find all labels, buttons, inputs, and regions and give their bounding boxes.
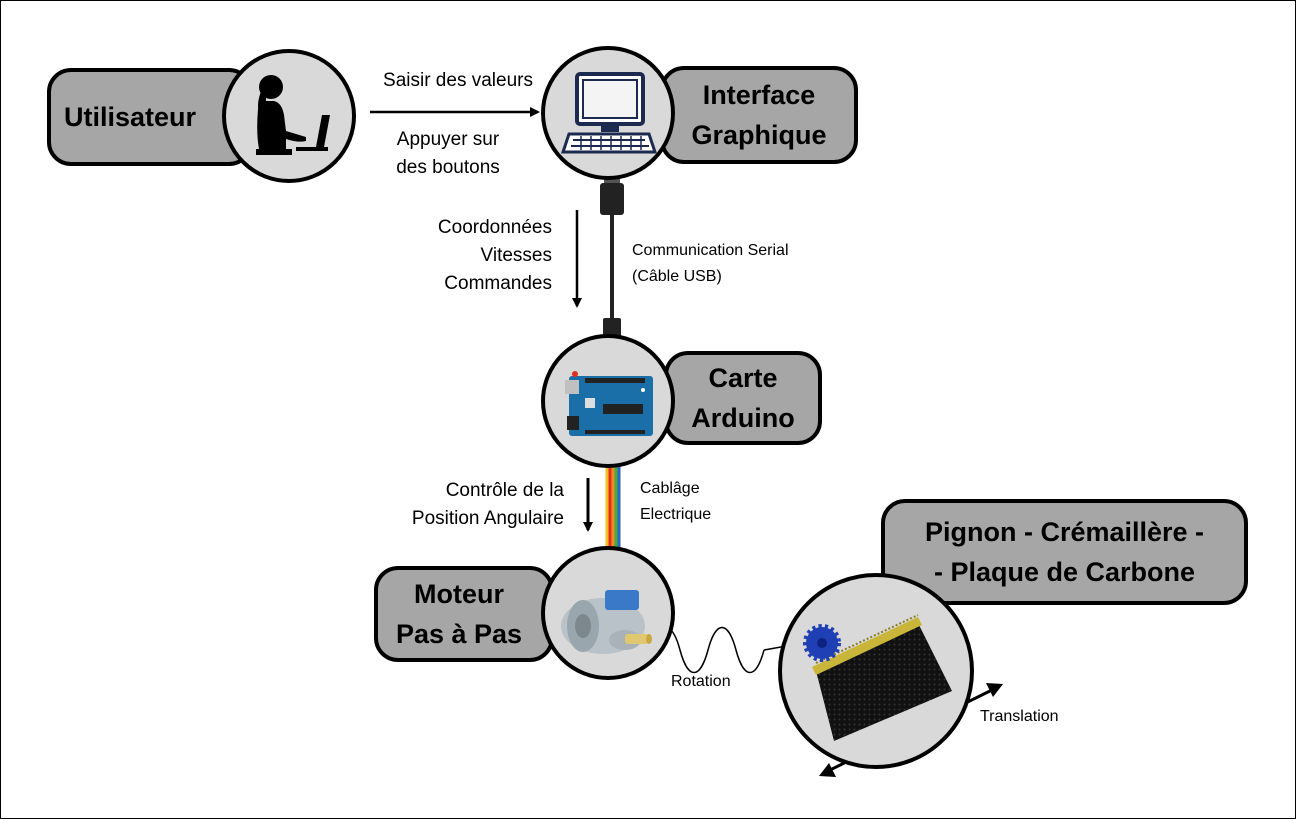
arduino-label-line1: Carte [708,363,778,393]
wiring-label-2: Electrique [640,506,712,523]
arduino-to-motor-label-2: Position Angulaire [411,508,564,529]
rotation-label: Rotation [671,673,731,690]
user-to-gui-label-2: Appuyer sur des boutons [378,126,518,182]
translation-label: Translation [980,708,1059,725]
usb-cable [600,175,624,338]
serial-label-2: (Câble USB) [632,268,722,285]
gui-to-arduino-label: Coordonnées Vitesses Commandes [380,214,552,298]
motor-label-line2: Pas à Pas [395,619,523,649]
arduino-label-line2: Arduino [691,403,795,433]
gui-node-label: Interface Graphique [660,66,858,164]
rack-label-line1: Pignon - Crémaillère - [924,517,1205,547]
arduino-node-label: Carte Arduino [664,351,822,445]
stepper-motor-icon [541,546,675,680]
user-to-gui-label: Saisir des valeurs [383,70,533,91]
arduino-to-motor-label: Contrôle de la Position Angulaire [360,477,564,533]
serial-label: Communication Serial (Câble USB) [632,238,789,290]
rack-label-line2: - Plaque de Carbone [933,557,1196,587]
gui-label-line2: Graphique [691,120,827,150]
computer-icon [541,46,675,180]
motor-label-line1: Moteur [413,579,504,609]
arduino-to-motor-label-1: Contrôle de la [445,480,564,501]
motor-node-label: Moteur Pas à Pas [374,566,554,662]
gui-to-arduino-label-3: Commandes [444,273,552,294]
user-label-text: Utilisateur [63,102,197,132]
user-node-label: Utilisateur [47,68,253,166]
user-icon [222,49,356,183]
wiring-label-1: Cablâge [640,480,700,497]
user-to-gui-label-2a: Appuyer sur [396,129,500,150]
user-to-gui-label-2b: des boutons [396,157,500,178]
wiring-label: Cablâge Electrique [640,476,711,528]
arduino-board-icon [541,334,675,468]
rack-pinion-icon [778,573,974,769]
rack-node-label: Pignon - Crémaillère - - Plaque de Carbo… [881,499,1248,605]
serial-label-1: Communication Serial [632,242,789,259]
gui-to-arduino-label-2: Vitesses [480,245,552,266]
gui-to-arduino-label-1: Coordonnées [437,217,552,238]
gui-label-line1: Interface [702,80,816,110]
